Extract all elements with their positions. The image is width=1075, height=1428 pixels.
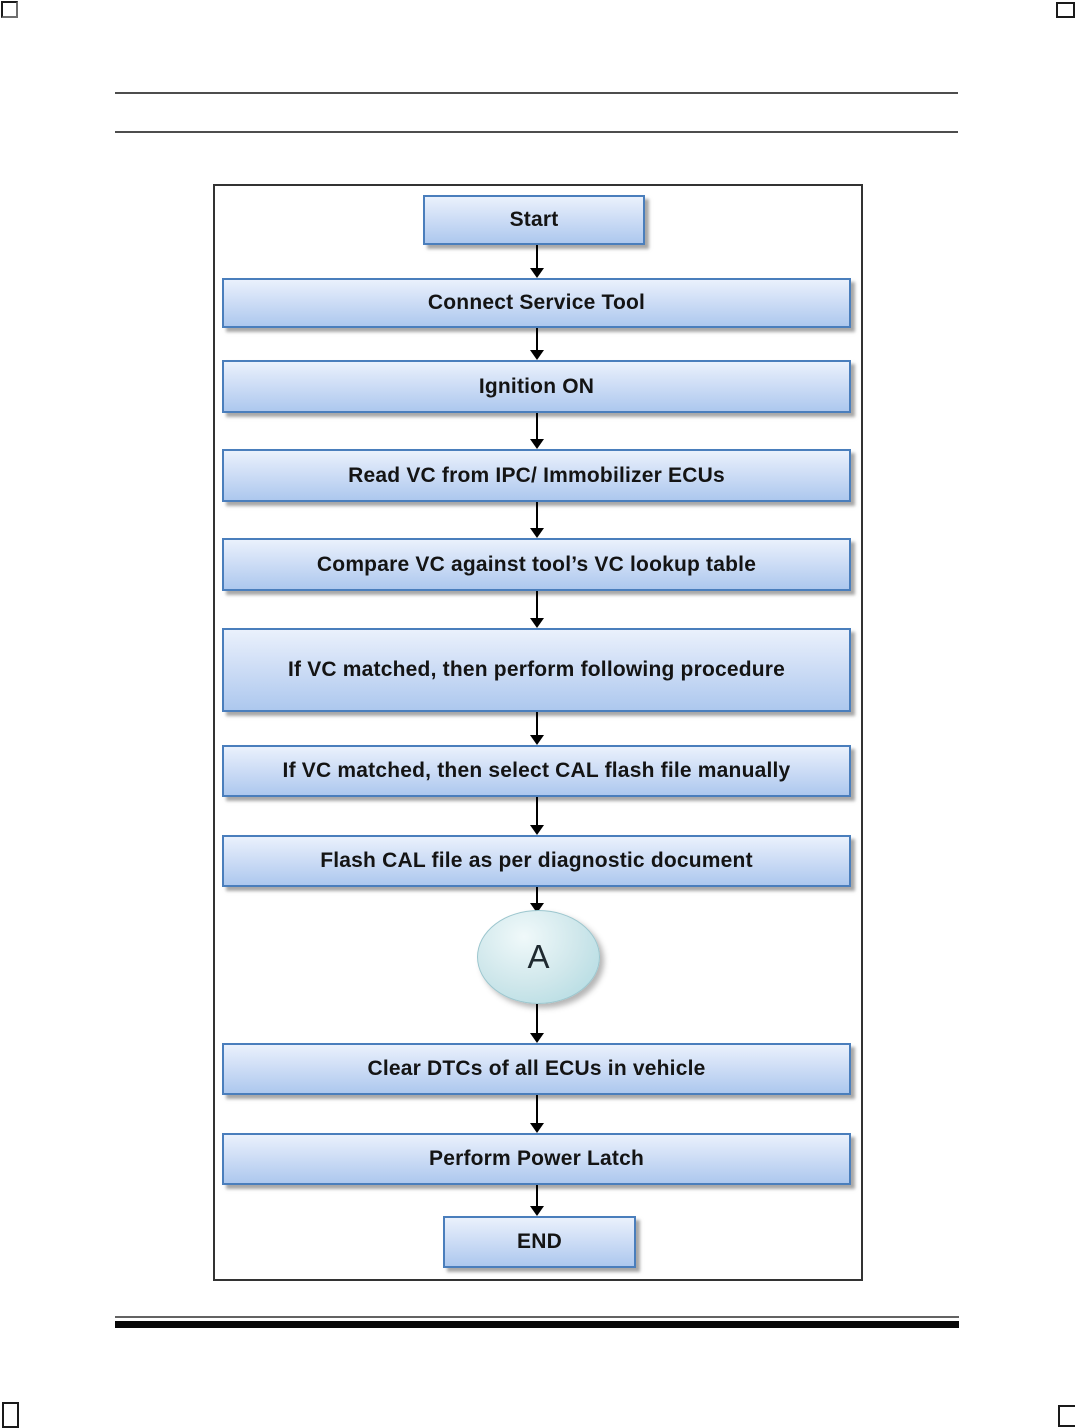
footer-rule-thick [115, 1321, 959, 1328]
arrow-head-icon [530, 1033, 544, 1043]
flow-node-ignition-on-label: Ignition ON [478, 374, 595, 398]
flow-arrow-2-icon [530, 328, 544, 360]
flow-node-compare-vc: Compare VC against tool’s VC lookup tabl… [222, 538, 851, 591]
arrow-shaft [536, 1185, 538, 1208]
flow-arrow-10-icon [530, 1095, 544, 1133]
flow-connector-a: A [477, 910, 600, 1004]
flow-node-end: END [443, 1216, 636, 1268]
arrow-head-icon [530, 903, 544, 913]
arrow-head-icon [530, 825, 544, 835]
arrow-shaft [536, 797, 538, 827]
crop-mark-top-right-icon [1056, 2, 1075, 18]
header-rule-top [115, 92, 958, 94]
crop-mark-bottom-right-icon [1058, 1405, 1075, 1427]
arrow-shaft [536, 1095, 538, 1125]
arrow-head-icon [530, 268, 544, 278]
arrow-shaft [536, 591, 538, 620]
arrow-shaft [536, 887, 538, 905]
flow-arrow-3-icon [530, 413, 544, 449]
flow-node-clear-dtcs-label: Clear DTCs of all ECUs in vehicle [367, 1057, 706, 1081]
flow-node-perform-power-latch: Perform Power Latch [222, 1133, 851, 1185]
flow-arrow-11-icon [530, 1185, 544, 1216]
arrow-shaft [536, 502, 538, 530]
flow-arrow-5-icon [530, 591, 544, 628]
flow-arrow-9-icon [530, 1004, 544, 1043]
flow-node-connect-service-tool: Connect Service Tool [222, 278, 851, 328]
flow-node-vc-matched-select: If VC matched, then select CAL flash fil… [222, 745, 851, 797]
flow-connector-a-label: A [527, 938, 550, 975]
crop-mark-bottom-left-icon [2, 1402, 19, 1428]
footer-rule-thin [115, 1316, 959, 1318]
flow-arrow-7-icon [530, 797, 544, 835]
flow-node-read-vc: Read VC from IPC/ Immobilizer ECUs [222, 449, 851, 502]
arrow-shaft [536, 413, 538, 441]
flow-node-flash-cal-file: Flash CAL file as per diagnostic documen… [222, 835, 851, 887]
flow-node-vc-matched-select-label: If VC matched, then select CAL flash fil… [282, 759, 791, 783]
flow-node-clear-dtcs: Clear DTCs of all ECUs in vehicle [222, 1043, 851, 1095]
arrow-head-icon [530, 735, 544, 745]
crop-mark-top-left-icon [1, 1, 18, 18]
arrow-head-icon [530, 1206, 544, 1216]
flow-node-vc-matched-perform-label: If VC matched, then perform following pr… [287, 658, 786, 682]
flow-node-connect-service-tool-label: Connect Service Tool [427, 291, 646, 315]
flow-arrow-6-icon [530, 712, 544, 745]
flowchart-frame: Start Connect Service Tool Ignition ON R… [213, 184, 863, 1281]
arrow-shaft [536, 712, 538, 737]
arrow-shaft [536, 1004, 538, 1035]
flow-arrow-4-icon [530, 502, 544, 538]
flow-node-end-label: END [517, 1230, 562, 1254]
flow-node-perform-power-latch-label: Perform Power Latch [428, 1147, 645, 1171]
flow-node-compare-vc-label: Compare VC against tool’s VC lookup tabl… [316, 552, 757, 576]
arrow-head-icon [530, 618, 544, 628]
arrow-head-icon [530, 439, 544, 449]
flow-node-flash-cal-file-label: Flash CAL file as per diagnostic documen… [320, 849, 753, 873]
arrow-shaft [536, 328, 538, 352]
arrow-head-icon [530, 1123, 544, 1133]
arrow-shaft [536, 245, 538, 270]
arrow-head-icon [530, 528, 544, 538]
arrow-head-icon [530, 350, 544, 360]
header-rule-bottom [115, 131, 958, 133]
flow-arrow-1-icon [530, 245, 544, 278]
flow-node-ignition-on: Ignition ON [222, 360, 851, 413]
flow-node-vc-matched-perform: If VC matched, then perform following pr… [222, 628, 851, 712]
flow-arrow-8-icon [530, 887, 544, 913]
flow-node-start-label: Start [509, 208, 559, 232]
flow-node-read-vc-label: Read VC from IPC/ Immobilizer ECUs [348, 463, 725, 487]
flow-node-start: Start [423, 195, 645, 245]
